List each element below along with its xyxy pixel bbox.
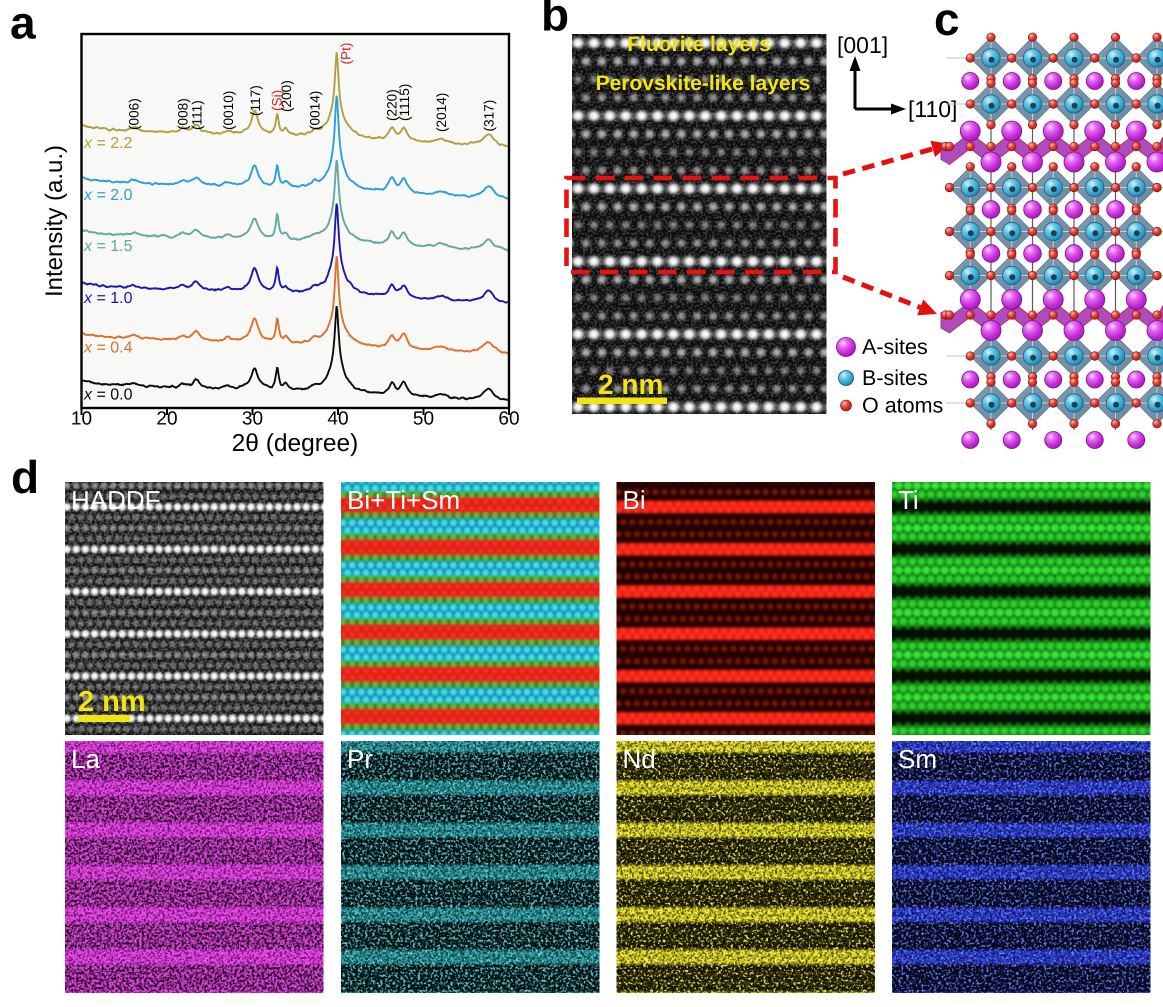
svg-text:(0010): (0010) bbox=[221, 91, 236, 130]
svg-text:(Si): (Si) bbox=[270, 90, 285, 111]
svg-text:x = 1.0: x = 1.0 bbox=[83, 290, 133, 307]
svg-text:(111): (111) bbox=[190, 100, 205, 130]
svg-text:60: 60 bbox=[498, 409, 519, 430]
svg-text:(0014): (0014) bbox=[307, 91, 322, 130]
svg-text:c: c bbox=[934, 0, 960, 45]
svg-text:20: 20 bbox=[156, 409, 177, 430]
svg-text:(317): (317) bbox=[482, 100, 497, 132]
svg-text:Pr: Pr bbox=[347, 744, 373, 774]
svg-text:(Pt): (Pt) bbox=[339, 43, 354, 65]
svg-text:2 nm: 2 nm bbox=[598, 369, 663, 400]
svg-text:2θ (degree): 2θ (degree) bbox=[232, 430, 359, 457]
svg-text:Sm: Sm bbox=[898, 744, 937, 774]
svg-text:x = 0.0: x = 0.0 bbox=[83, 387, 133, 404]
svg-text:Intensity (a.u.): Intensity (a.u.) bbox=[41, 145, 68, 297]
svg-text:10: 10 bbox=[71, 409, 92, 430]
svg-text:(117): (117) bbox=[248, 85, 263, 116]
svg-text:50: 50 bbox=[413, 409, 434, 430]
svg-text:(1115): (1115) bbox=[397, 84, 412, 121]
svg-text:Ti: Ti bbox=[898, 485, 919, 515]
svg-text:(220): (220) bbox=[385, 89, 400, 121]
svg-text:[001]: [001] bbox=[837, 32, 888, 58]
svg-text:40: 40 bbox=[327, 409, 348, 430]
svg-text:(2014): (2014) bbox=[434, 93, 449, 132]
svg-text:30: 30 bbox=[242, 409, 263, 430]
svg-text:d: d bbox=[11, 451, 39, 503]
svg-text:[110]: [110] bbox=[908, 96, 957, 122]
svg-text:(200): (200) bbox=[279, 80, 294, 112]
svg-text:2 nm: 2 nm bbox=[78, 686, 146, 718]
svg-text:A-sites: A-sites bbox=[862, 335, 928, 359]
svg-text:Bi+Ti+Sm: Bi+Ti+Sm bbox=[347, 485, 460, 515]
svg-text:x = 0.4: x = 0.4 bbox=[83, 340, 133, 357]
svg-text:B-sites: B-sites bbox=[862, 366, 928, 390]
svg-text:(006): (006) bbox=[127, 98, 142, 130]
svg-text:HADDF: HADDF bbox=[71, 485, 161, 515]
svg-text:Perovskite-like layers: Perovskite-like layers bbox=[596, 72, 811, 95]
svg-text:x = 2.2: x = 2.2 bbox=[83, 135, 133, 152]
svg-text:Fluorite layers: Fluorite layers bbox=[627, 33, 771, 56]
svg-text:O atoms: O atoms bbox=[862, 394, 943, 418]
svg-text:(008): (008) bbox=[176, 98, 191, 130]
svg-text:b: b bbox=[541, 0, 569, 41]
svg-text:Bi: Bi bbox=[623, 485, 646, 515]
svg-text:a: a bbox=[10, 0, 36, 49]
svg-text:x = 2.0: x = 2.0 bbox=[83, 187, 133, 204]
svg-text:Nd: Nd bbox=[623, 744, 656, 774]
svg-text:La: La bbox=[71, 744, 100, 774]
svg-text:x = 1.5: x = 1.5 bbox=[83, 238, 133, 255]
